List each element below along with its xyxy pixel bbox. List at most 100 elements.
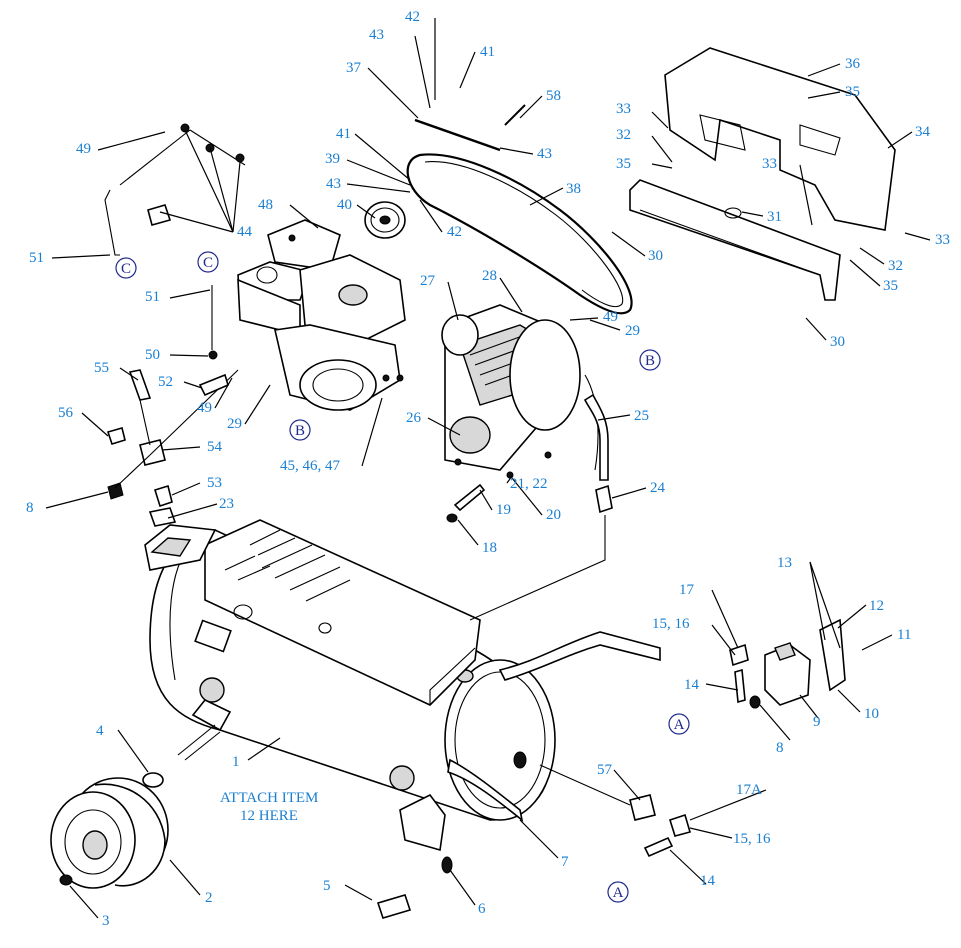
leader-line: [809, 561, 826, 641]
leader-line: [447, 281, 459, 321]
callout-21-22: 21, 22: [510, 476, 548, 492]
svg-text:B: B: [295, 423, 305, 439]
callout-10: 10: [864, 706, 879, 722]
callout-30a: 30: [648, 248, 663, 264]
callout-25: 25: [634, 408, 649, 424]
callout-39: 39: [325, 151, 340, 167]
leader-line: [367, 67, 419, 119]
leader-line: [904, 232, 931, 241]
callout-20: 20: [546, 507, 561, 523]
leader-line: [449, 869, 476, 906]
leader-line: [651, 111, 669, 129]
leader-line: [97, 131, 166, 151]
svg-text:B: B: [645, 353, 655, 369]
callout-29b: 29: [625, 323, 640, 339]
ref-bubble-b1: B: [289, 419, 311, 441]
callout-5: 5: [323, 878, 331, 894]
leader-line: [289, 204, 319, 229]
callout-41b: 41: [336, 126, 351, 142]
callout-8a: 8: [26, 500, 34, 516]
callout-29a: 29: [227, 416, 242, 432]
leader-line: [861, 634, 893, 651]
leader-line: [613, 769, 641, 801]
leader-line: [519, 95, 543, 119]
leader-line: [169, 289, 211, 299]
leader-line: [183, 381, 203, 389]
attach-note-line2: 12 HERE: [240, 808, 298, 824]
callout-7: 7: [561, 854, 569, 870]
line-art: [50, 47, 896, 919]
callout-51b: 51: [145, 289, 160, 305]
leader-line: [711, 624, 736, 656]
washer: [142, 772, 164, 788]
callout-54: 54: [207, 439, 223, 455]
callout-43c: 43: [326, 176, 341, 192]
leader-line: [887, 131, 913, 149]
callout-12: 12: [869, 598, 884, 614]
callout-24: 24: [650, 480, 666, 496]
leader-line: [81, 412, 109, 437]
leader-line: [419, 199, 443, 233]
leader-line: [799, 164, 813, 226]
callout-48: 48: [258, 197, 273, 213]
callout-30b: 30: [830, 334, 845, 350]
leader-line: [244, 384, 271, 425]
callout-55: 55: [94, 360, 109, 376]
leader-line: [69, 885, 99, 919]
callout-37: 37: [346, 60, 362, 76]
callout-14b: 14: [700, 873, 716, 889]
leader-line: [51, 254, 111, 259]
callout-34: 34: [915, 124, 931, 140]
leader-line: [167, 503, 218, 519]
leader-line: [651, 163, 673, 169]
leader-line: [837, 604, 867, 629]
leader-line: [611, 231, 646, 257]
callout-45-47: 45, 46, 47: [280, 458, 341, 474]
callout-11: 11: [897, 627, 911, 643]
air-tank: [144, 519, 661, 852]
leader-line: [511, 477, 543, 516]
leader-line: [529, 187, 564, 206]
leader-line: [457, 519, 479, 546]
callout-9: 9: [813, 714, 821, 730]
callout-38: 38: [566, 181, 581, 197]
leader-line: [597, 414, 631, 421]
leader-line: [669, 849, 707, 885]
callout-40: 40: [337, 197, 352, 213]
callout-2: 2: [205, 890, 213, 906]
svg-text:A: A: [613, 885, 624, 901]
leader-line: [119, 367, 139, 381]
attach-note-line1: ATTACH ITEM: [220, 790, 318, 806]
callout-33b: 33: [762, 156, 777, 172]
leader-line: [479, 489, 493, 511]
leader-line: [169, 859, 201, 896]
fittings-left: [106, 369, 239, 527]
leader-line: [807, 63, 841, 77]
callout-32b: 32: [888, 258, 903, 274]
leader-line: [247, 737, 281, 761]
leader-line: [361, 397, 383, 467]
leader-line: [689, 789, 767, 821]
air-pump: [441, 304, 599, 479]
ref-bubble-a2: A: [607, 881, 629, 903]
leader-line: [805, 317, 827, 341]
discharge-tube: [583, 393, 609, 481]
belt-guard: [629, 47, 896, 301]
callout-8b: 8: [776, 740, 784, 756]
leader-line: [499, 147, 534, 155]
callout-3: 3: [102, 913, 110, 929]
ref-bubble-a1: A: [668, 713, 690, 735]
leader-line: [346, 183, 411, 193]
callout-35c: 35: [883, 278, 898, 294]
leader-line: [427, 417, 461, 436]
callout-49c: 49: [603, 309, 618, 325]
callout-41a: 41: [480, 44, 495, 60]
callout-15-16a: 15, 16: [652, 616, 690, 632]
leader-line: [589, 319, 621, 331]
leader-line: [809, 561, 841, 649]
callout-35b: 35: [845, 84, 860, 100]
drain-valve: [441, 856, 453, 874]
engine-pulley: [364, 201, 406, 239]
callout-36: 36: [845, 56, 861, 72]
